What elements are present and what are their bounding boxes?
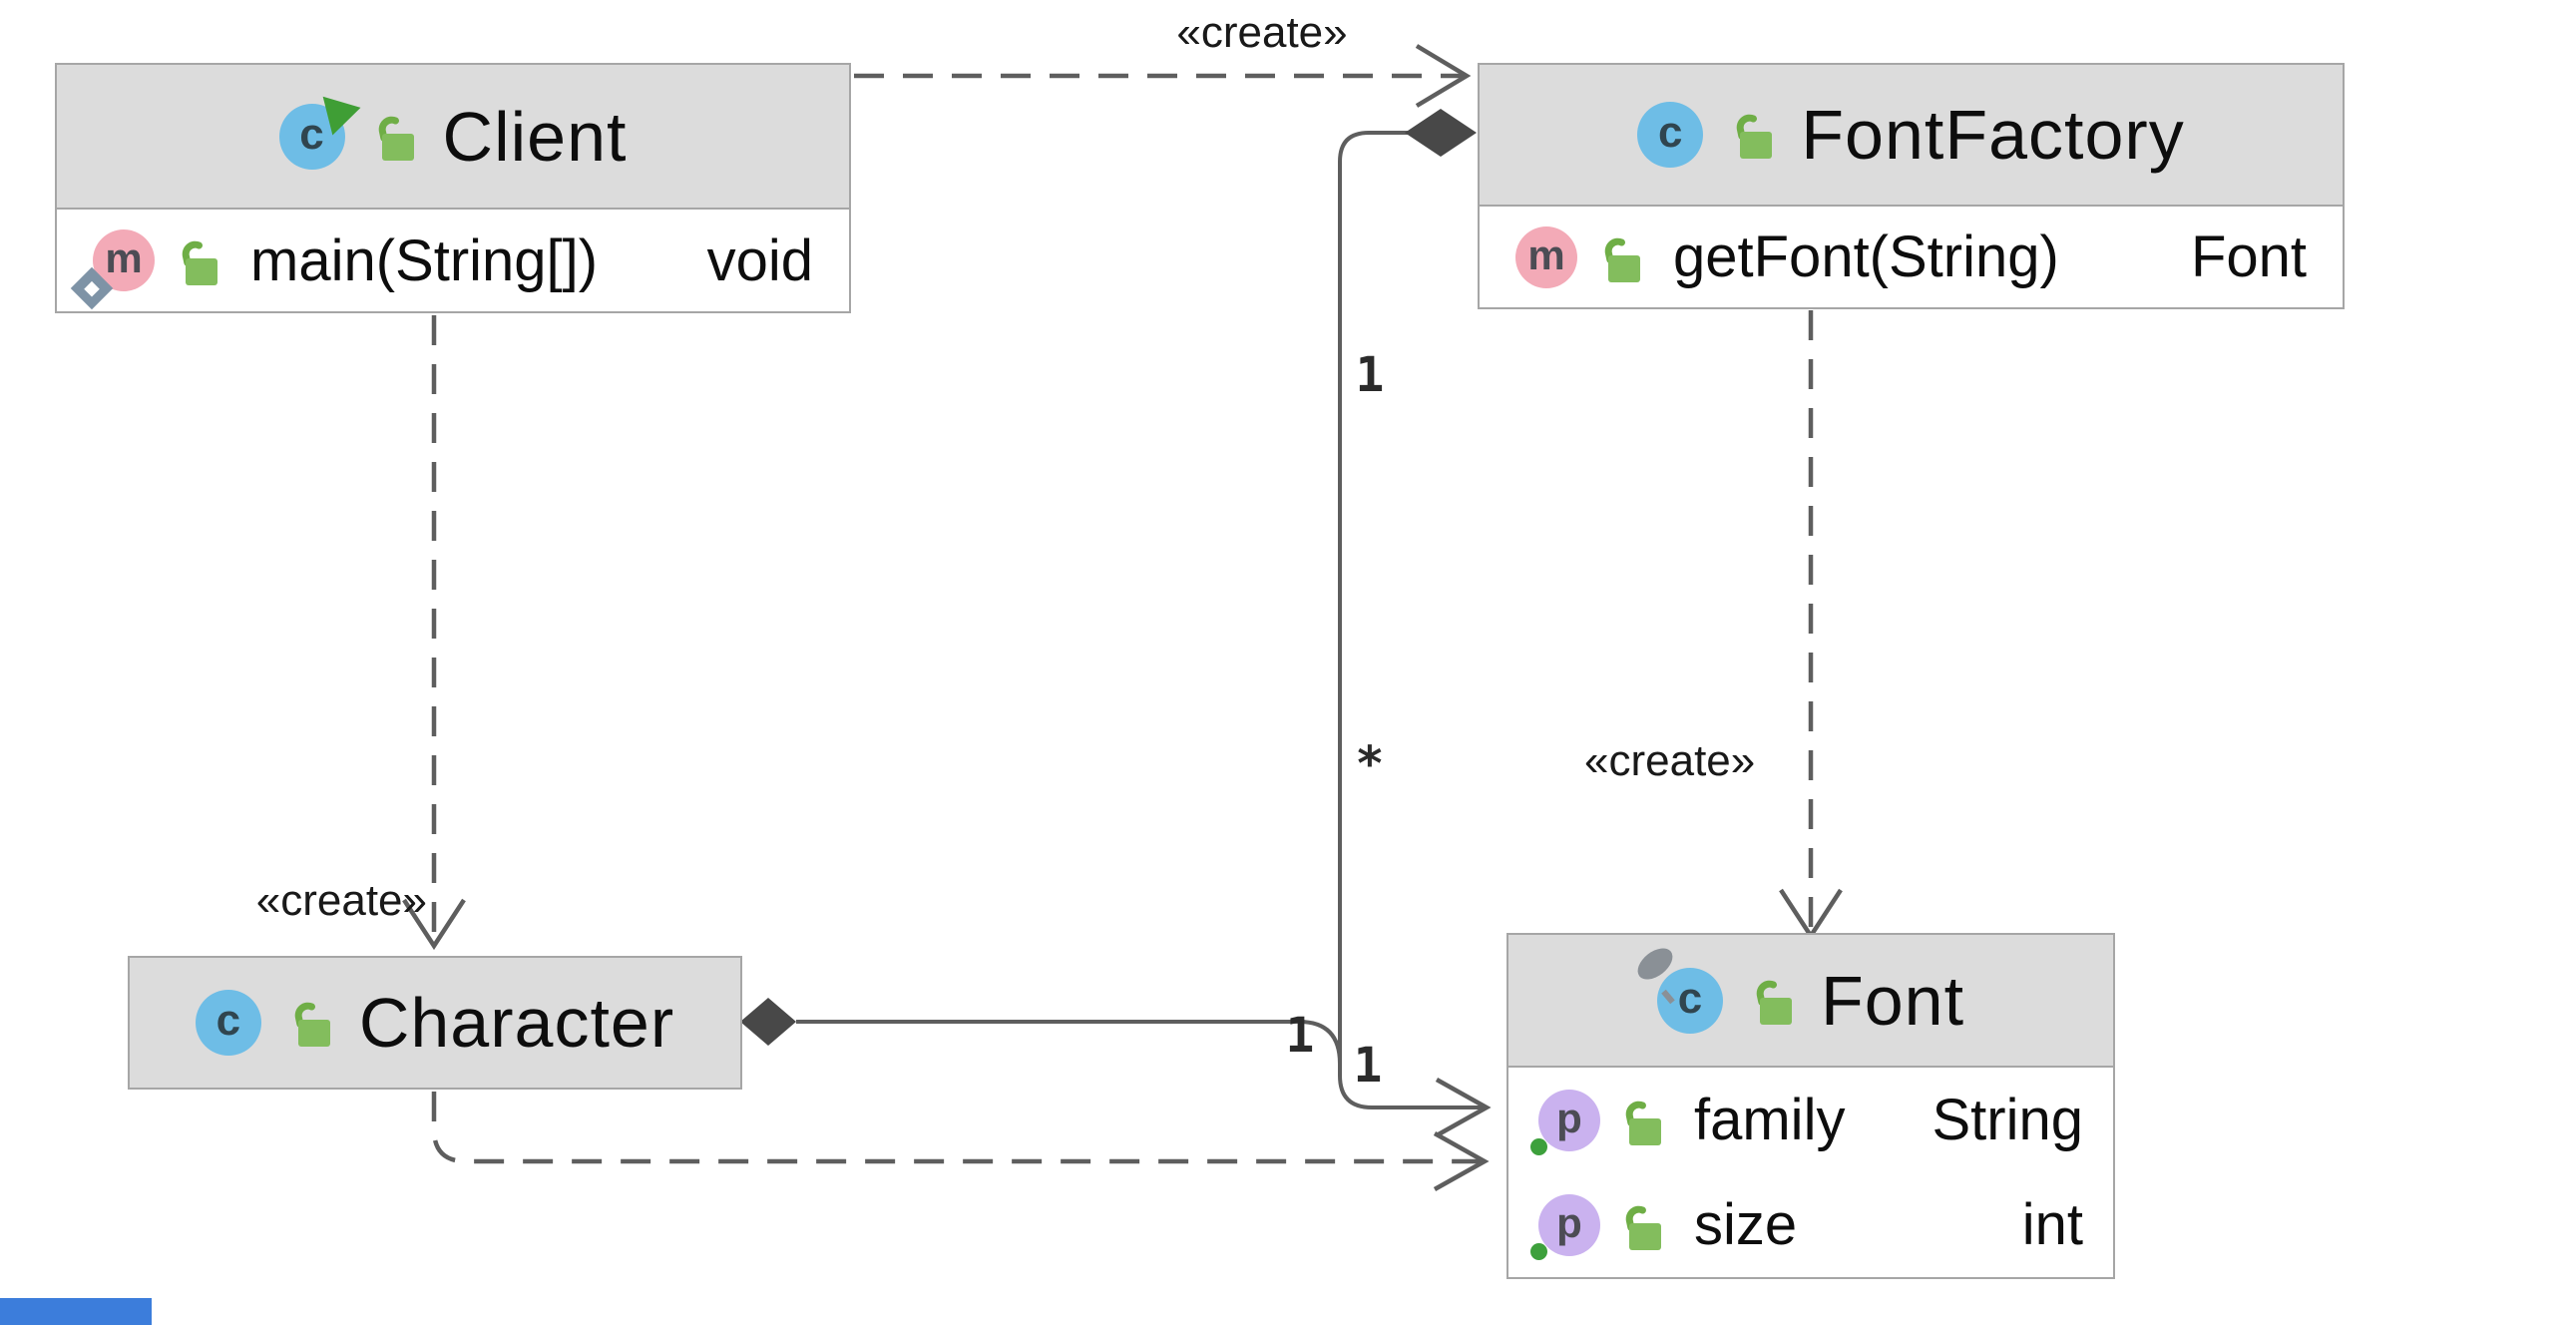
class-title: FontFactory <box>1801 96 2185 174</box>
open-arrowhead-icon <box>1433 1131 1490 1191</box>
member-name: getFont(String) <box>1673 224 2059 289</box>
edge-client-creates-character[interactable] <box>402 315 466 951</box>
open-arrowhead-icon <box>1415 44 1472 108</box>
multiplicity-character-bend-right: 1 <box>1353 1038 1383 1094</box>
window-fragment-bottom-left[interactable] <box>0 1298 152 1325</box>
stereotype-label-create-left: «create» <box>255 876 427 925</box>
multiplicity-font-end: * <box>1355 736 1385 792</box>
member-name: family <box>1694 1088 1846 1152</box>
public-lock-icon <box>1729 109 1775 161</box>
class-title: Font <box>1820 961 1965 1040</box>
class-header: c Font <box>1508 935 2113 1068</box>
open-arrowhead-icon <box>402 898 466 951</box>
class-icon: c <box>1631 941 1723 1034</box>
multiplicity-character-bend-left: 1 <box>1285 1008 1315 1064</box>
public-lock-icon <box>1749 975 1795 1027</box>
edge-fontfactory-creates-font[interactable] <box>1779 310 1843 941</box>
member-type: String <box>1932 1088 2083 1152</box>
green-dot-icon <box>1530 1137 1547 1155</box>
class-header: c Client <box>57 65 849 210</box>
public-lock-icon <box>1597 231 1643 283</box>
property-icon: p <box>1530 1089 1600 1155</box>
member-type: Font <box>2190 224 2307 289</box>
class-node-fontfactory[interactable]: c FontFactory m getFont(String) Font <box>1478 63 2345 309</box>
composition-diamond-icon <box>1405 109 1477 157</box>
stereotype-label-create-top: «create» <box>1176 8 1348 57</box>
public-lock-icon <box>287 997 333 1049</box>
stereotype-label-create-right: «create» <box>1584 736 1756 785</box>
class-title: Client <box>442 97 628 176</box>
member-type: void <box>706 227 813 293</box>
composition-diamond-icon <box>740 998 796 1046</box>
public-lock-icon <box>175 234 220 286</box>
member-row-family[interactable]: p family String <box>1508 1068 2113 1172</box>
property-icon: p <box>1530 1193 1600 1260</box>
member-name: main(String[]) <box>250 227 599 293</box>
edge-character-font-composition[interactable] <box>740 998 1342 1065</box>
class-node-character[interactable]: c Character <box>128 956 742 1090</box>
class-node-client[interactable]: c Client m main(String[]) void <box>55 63 851 313</box>
edge-client-creates-fontfactory[interactable] <box>854 44 1472 108</box>
member-type: int <box>2021 1192 2083 1257</box>
edge-fontfactory-font-composition[interactable] <box>1338 109 1492 1137</box>
member-row-main[interactable]: m main(String[]) void <box>57 210 849 311</box>
edge-character-font-dashed[interactable] <box>431 1092 1490 1191</box>
open-arrowhead-icon <box>1435 1078 1492 1137</box>
public-lock-icon <box>1618 1095 1664 1146</box>
class-icon: c <box>1637 102 1704 168</box>
public-lock-icon <box>371 111 417 163</box>
class-title: Character <box>358 984 675 1062</box>
method-icon: m <box>1515 225 1577 288</box>
class-header: c Character <box>130 958 740 1088</box>
class-node-font[interactable]: c Font p family String p <box>1506 933 2115 1279</box>
class-icon: c <box>195 990 261 1056</box>
member-name: size <box>1694 1192 1798 1257</box>
class-header: c FontFactory <box>1480 65 2343 207</box>
multiplicity-fontfactory-end: 1 <box>1355 347 1385 403</box>
class-icon: c <box>278 87 365 170</box>
public-lock-icon <box>1618 1199 1664 1251</box>
method-icon: m <box>70 229 155 310</box>
green-dot-icon <box>1530 1242 1547 1260</box>
member-row-size[interactable]: p size int <box>1508 1172 2113 1277</box>
member-row-getfont[interactable]: m getFont(String) Font <box>1480 207 2343 307</box>
